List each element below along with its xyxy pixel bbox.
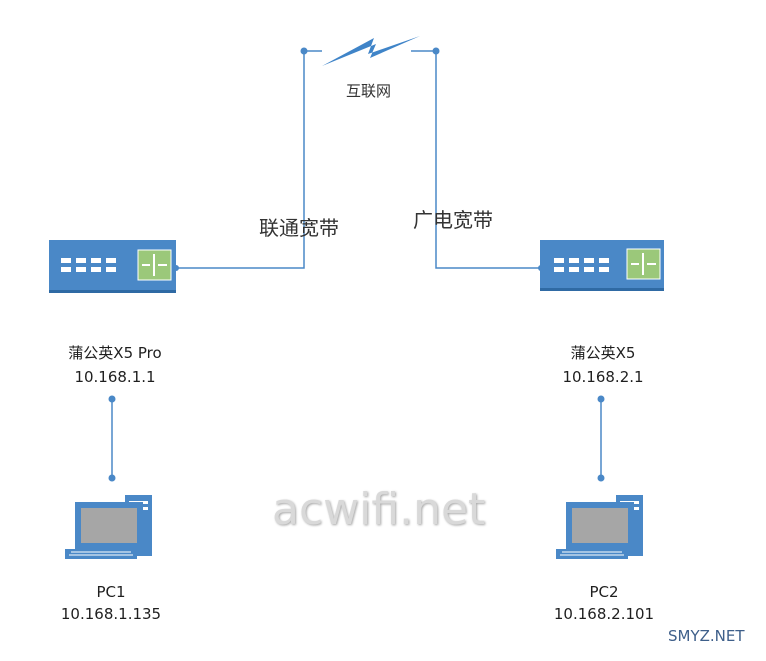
- router-left-ip: 10.168.1.1: [74, 368, 156, 386]
- desktop-computer-icon: [556, 495, 643, 559]
- left-lan-link: [108, 395, 116, 482]
- router-right-name: 蒲公英X5: [570, 344, 636, 362]
- right-lan-link: [597, 395, 605, 482]
- corner-mark: SMYZ.NET: [668, 627, 745, 645]
- router-icon: [538, 240, 664, 291]
- watermark: acwifi.net: [272, 484, 486, 535]
- router-right-ip: 10.168.2.1: [562, 368, 644, 386]
- pc1-name: PC1: [96, 583, 126, 601]
- internet-link: [300, 36, 440, 66]
- left-isp-label: 联通宽带: [259, 216, 339, 240]
- right-isp-link: [435, 51, 541, 269]
- desktop-computer-icon: [65, 495, 152, 559]
- right-isp-label: 广电宽带: [413, 208, 493, 232]
- lightning-bolt-icon: [322, 36, 420, 66]
- pc1-ip: 10.168.1.135: [60, 605, 162, 623]
- left-isp-link: [176, 51, 305, 269]
- pc2-ip: 10.168.2.101: [553, 605, 655, 623]
- router-left-name: 蒲公英X5 Pro: [68, 344, 162, 362]
- internet-label: 互联网: [346, 82, 392, 100]
- router-icon: [49, 240, 179, 293]
- pc2-name: PC2: [589, 583, 619, 601]
